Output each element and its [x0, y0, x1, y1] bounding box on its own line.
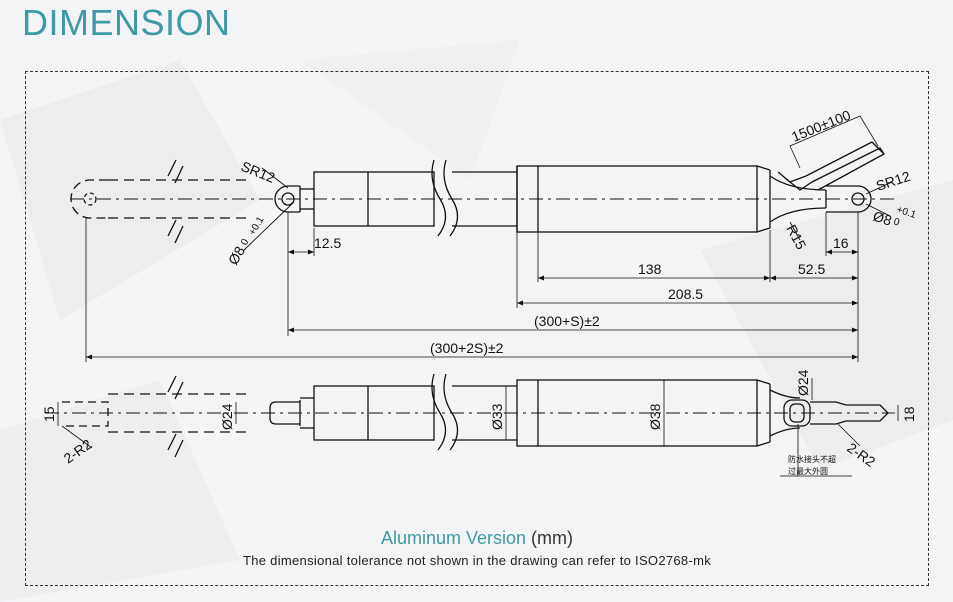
- version-caption: Aluminum Version (mm): [25, 528, 929, 549]
- note-waterproof-line2: 过最大外圆: [788, 466, 828, 476]
- label-tol-plus-left: +0.1: [247, 215, 267, 238]
- label-300-s: (300+S)±2: [534, 313, 600, 329]
- label-phi38: Ø38: [647, 403, 663, 430]
- label-138: 138: [638, 261, 662, 277]
- label-1500: 1500±100: [789, 107, 853, 145]
- tolerance-note: The dimensional tolerance not shown in t…: [242, 553, 712, 568]
- label-2-r2-left: 2-R2: [61, 436, 95, 467]
- label-12-5: 12.5: [314, 235, 341, 251]
- label-52-5: 52.5: [798, 261, 825, 277]
- unit-label: (mm): [531, 528, 574, 548]
- label-r15: R15: [783, 222, 809, 252]
- label-tol-zero-left: 0: [239, 237, 252, 248]
- label-tol-zero-right: 0: [892, 216, 901, 228]
- side-view: [45, 373, 899, 477]
- label-phi24-rod: Ø24: [219, 403, 235, 430]
- label-phi8-right: Ø8: [871, 208, 894, 229]
- drawing-frame: [25, 71, 929, 586]
- label-2-r2-right: 2-R2: [844, 439, 878, 470]
- label-15: 15: [41, 406, 57, 422]
- label-phi33: Ø33: [489, 403, 505, 430]
- label-sr12-right: SR12: [874, 168, 912, 194]
- label-16: 16: [833, 235, 849, 251]
- top-view: [70, 115, 895, 362]
- version-name: Aluminum Version: [380, 528, 527, 548]
- page-title: DIMENSION: [22, 2, 231, 43]
- label-18: 18: [901, 406, 917, 422]
- label-phi24-top: Ø24: [795, 369, 811, 396]
- label-208-5: 208.5: [668, 286, 703, 302]
- label-300-2s: (300+2S)±2: [430, 340, 504, 356]
- note-waterproof-line1: 防水接头不超: [788, 454, 836, 464]
- label-phi8-left: Ø8: [225, 243, 248, 267]
- label-sr12-left: SR12: [239, 158, 278, 186]
